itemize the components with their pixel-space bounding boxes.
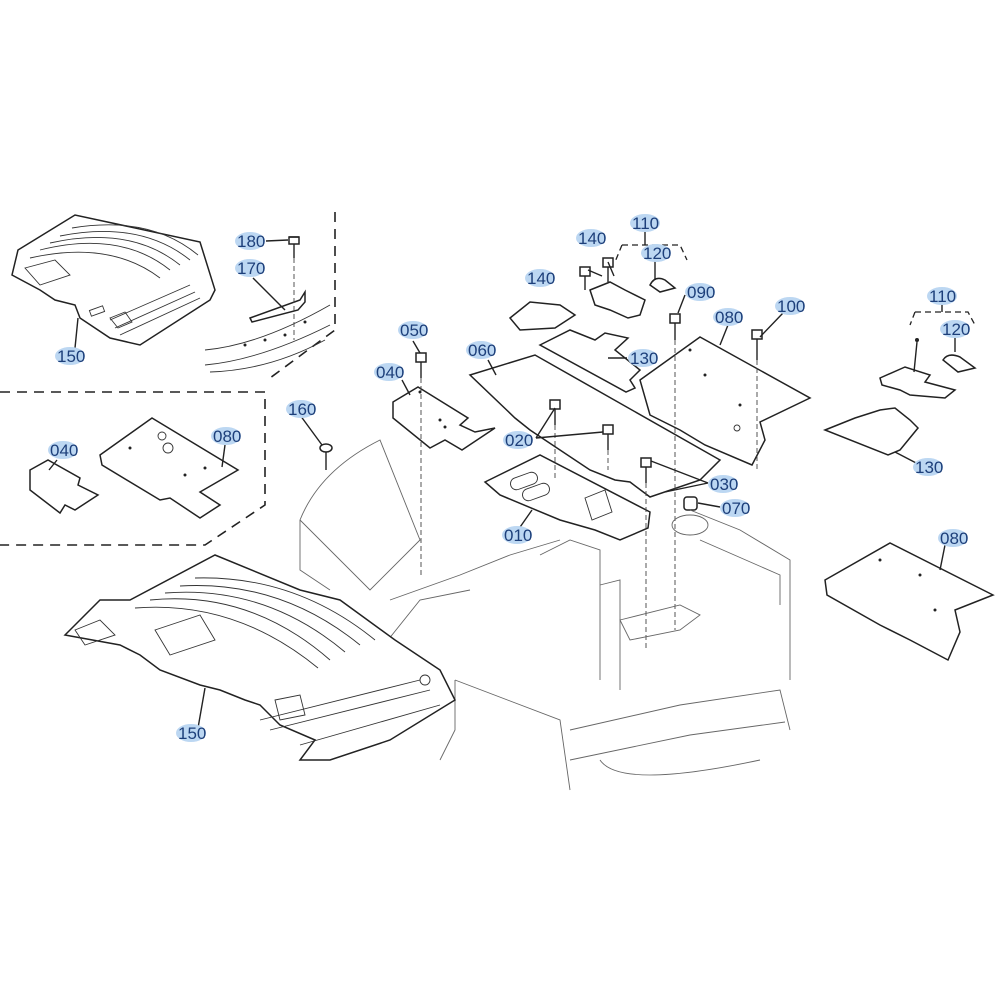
svg-text:140: 140	[527, 269, 555, 288]
inset-frame-top-left	[269, 212, 336, 379]
callout-130-right: 130	[913, 458, 943, 477]
svg-text:180: 180	[237, 232, 265, 251]
svg-text:110: 110	[632, 214, 659, 233]
callout-180: 180	[235, 232, 265, 251]
callout-020: 020	[503, 431, 533, 450]
plate-080	[639, 336, 812, 466]
svg-text:090: 090	[687, 283, 715, 302]
callout-130-main: 130	[628, 349, 658, 368]
callout-110-right: 110	[927, 287, 957, 306]
bracket-assembly-right	[822, 338, 977, 456]
callout-150-main: 150	[176, 724, 206, 743]
callout-170: 170	[235, 259, 265, 278]
floor-mat-inset	[11, 214, 216, 346]
svg-text:010: 010	[504, 526, 532, 545]
svg-text:120: 120	[643, 244, 671, 263]
svg-text:130: 130	[630, 349, 658, 368]
svg-text:170: 170	[237, 259, 265, 278]
svg-text:160: 160	[288, 400, 316, 419]
callout-040-inset: 040	[48, 441, 78, 460]
callout-050: 050	[398, 321, 428, 340]
svg-text:040: 040	[376, 363, 404, 382]
leader-lines	[48, 232, 976, 729]
callout-010: 010	[502, 526, 532, 545]
svg-text:080: 080	[940, 529, 968, 548]
callout-070: 070	[720, 499, 750, 518]
callout-160: 160	[286, 400, 316, 419]
callout-030: 030	[708, 475, 738, 494]
callout-080-main: 080	[713, 308, 743, 327]
callout-140-lower: 140	[525, 269, 555, 288]
callout-110-top: 110	[630, 214, 660, 233]
machine-frame	[299, 439, 791, 791]
svg-text:040: 040	[50, 441, 78, 460]
svg-text:050: 050	[400, 321, 428, 340]
plate-010	[483, 454, 651, 541]
svg-text:070: 070	[722, 499, 750, 518]
svg-text:150: 150	[178, 724, 206, 743]
svg-text:080: 080	[213, 427, 241, 446]
callout-080-inset: 080	[211, 427, 241, 446]
floor-mat-main	[63, 554, 456, 761]
plate-inset	[29, 417, 240, 519]
bracket-110-assembly	[589, 277, 677, 319]
callout-060: 060	[466, 341, 496, 360]
callout-040-main: 040	[374, 363, 404, 382]
trim-strip-inset	[204, 236, 331, 373]
callout-140-upper: 140	[576, 229, 606, 248]
svg-text:060: 060	[468, 341, 496, 360]
inset-frame-mid-left	[0, 391, 266, 546]
svg-text:100: 100	[777, 297, 805, 316]
plate-040	[392, 386, 496, 451]
svg-text:030: 030	[710, 475, 738, 494]
svg-text:020: 020	[505, 431, 533, 450]
callout-080-right: 080	[938, 529, 968, 548]
callout-120-right: 120	[940, 320, 970, 339]
callout-150-inset: 150	[55, 347, 85, 366]
svg-text:080: 080	[715, 308, 743, 327]
svg-text:130: 130	[915, 458, 943, 477]
plate-080-right	[824, 542, 995, 662]
callout-100: 100	[775, 297, 805, 316]
callout-090: 090	[685, 283, 715, 302]
svg-text:120: 120	[942, 320, 970, 339]
svg-text:140: 140	[578, 229, 606, 248]
plate-130	[508, 301, 642, 393]
svg-text:110: 110	[929, 287, 956, 306]
svg-text:150: 150	[57, 347, 85, 366]
plate-060	[468, 354, 722, 498]
callout-120-top: 120	[641, 244, 671, 263]
